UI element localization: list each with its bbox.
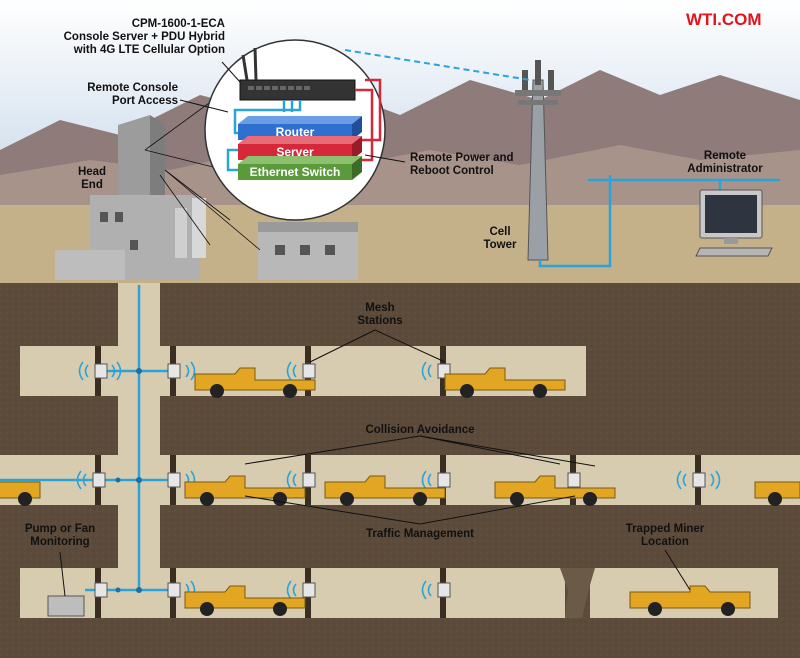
server-label: Server <box>276 145 314 159</box>
cpm-device <box>239 47 356 101</box>
remote-console-line1: Remote Console <box>87 82 178 94</box>
cave-in-rubble <box>560 568 595 618</box>
trapped-line2: Location <box>641 536 689 548</box>
head-end-line2: End <box>81 179 103 191</box>
mesh-line1: Mesh <box>365 302 395 314</box>
head-end-buildings <box>55 115 358 280</box>
router-label: Router <box>275 125 315 139</box>
trapped-miner-label: Trapped Miner Location <box>615 523 715 549</box>
cell-tower-line2: Tower <box>483 239 517 251</box>
device-cables <box>226 78 382 172</box>
pump-line2: Monitoring <box>30 536 90 548</box>
zoom-lines <box>144 94 261 251</box>
server-box <box>238 136 362 144</box>
remote-admin-label: Remote Administrator <box>670 150 780 176</box>
callout-lines <box>59 329 691 597</box>
tower-admin-cable <box>538 175 612 268</box>
switch-box <box>238 156 362 164</box>
cell-tower-label: Cell Tower <box>475 226 525 252</box>
brand-logo-text[interactable]: WTI.COM <box>686 10 762 29</box>
pump-fan-unit <box>47 595 85 617</box>
admin-computer <box>695 189 773 257</box>
cellular-link <box>344 49 531 81</box>
cell-tower-line1: Cell <box>489 226 511 238</box>
wireless-signals <box>76 361 721 600</box>
remote-power-label: Remote Power and Reboot Control <box>410 152 514 178</box>
device-type: Console Server + PDU Hybrid <box>63 31 225 43</box>
mining-trucks <box>0 367 800 616</box>
collision-avoidance-label: Collision Avoidance <box>365 424 475 436</box>
device-option: with 4G LTE Cellular Option <box>73 44 225 56</box>
mesh-line2: Stations <box>357 315 403 327</box>
router-box <box>238 116 362 124</box>
traffic-management-label: Traffic Management <box>366 528 474 540</box>
top-callouts <box>179 61 406 163</box>
mesh-stations <box>92 363 706 598</box>
remote-admin-line2: Administrator <box>687 163 763 175</box>
device-model: CPM-1600-1-ECA <box>131 18 225 30</box>
remote-console-label: Remote Console Port Access <box>40 82 178 108</box>
pump-monitoring-label: Pump or Fan Monitoring <box>10 523 110 549</box>
remote-power-line1: Remote Power and <box>410 152 514 164</box>
trapped-line1: Trapped Miner <box>625 523 705 535</box>
mesh-stations-label: Mesh Stations <box>345 302 415 328</box>
ethernet-switch-label: Ethernet Switch <box>249 165 341 179</box>
head-end-label: Head End <box>72 166 112 192</box>
pump-line1: Pump or Fan <box>24 523 96 535</box>
remote-power-line2: Reboot Control <box>410 165 494 177</box>
tunnel-level-3-left <box>20 568 565 618</box>
remote-console-line2: Port Access <box>111 95 178 107</box>
head-end-line1: Head <box>77 166 107 178</box>
cable-nodes <box>115 368 142 593</box>
remote-admin-line1: Remote <box>703 150 747 162</box>
device-title: CPM-1600-1-ECA Console Server + PDU Hybr… <box>20 18 225 57</box>
